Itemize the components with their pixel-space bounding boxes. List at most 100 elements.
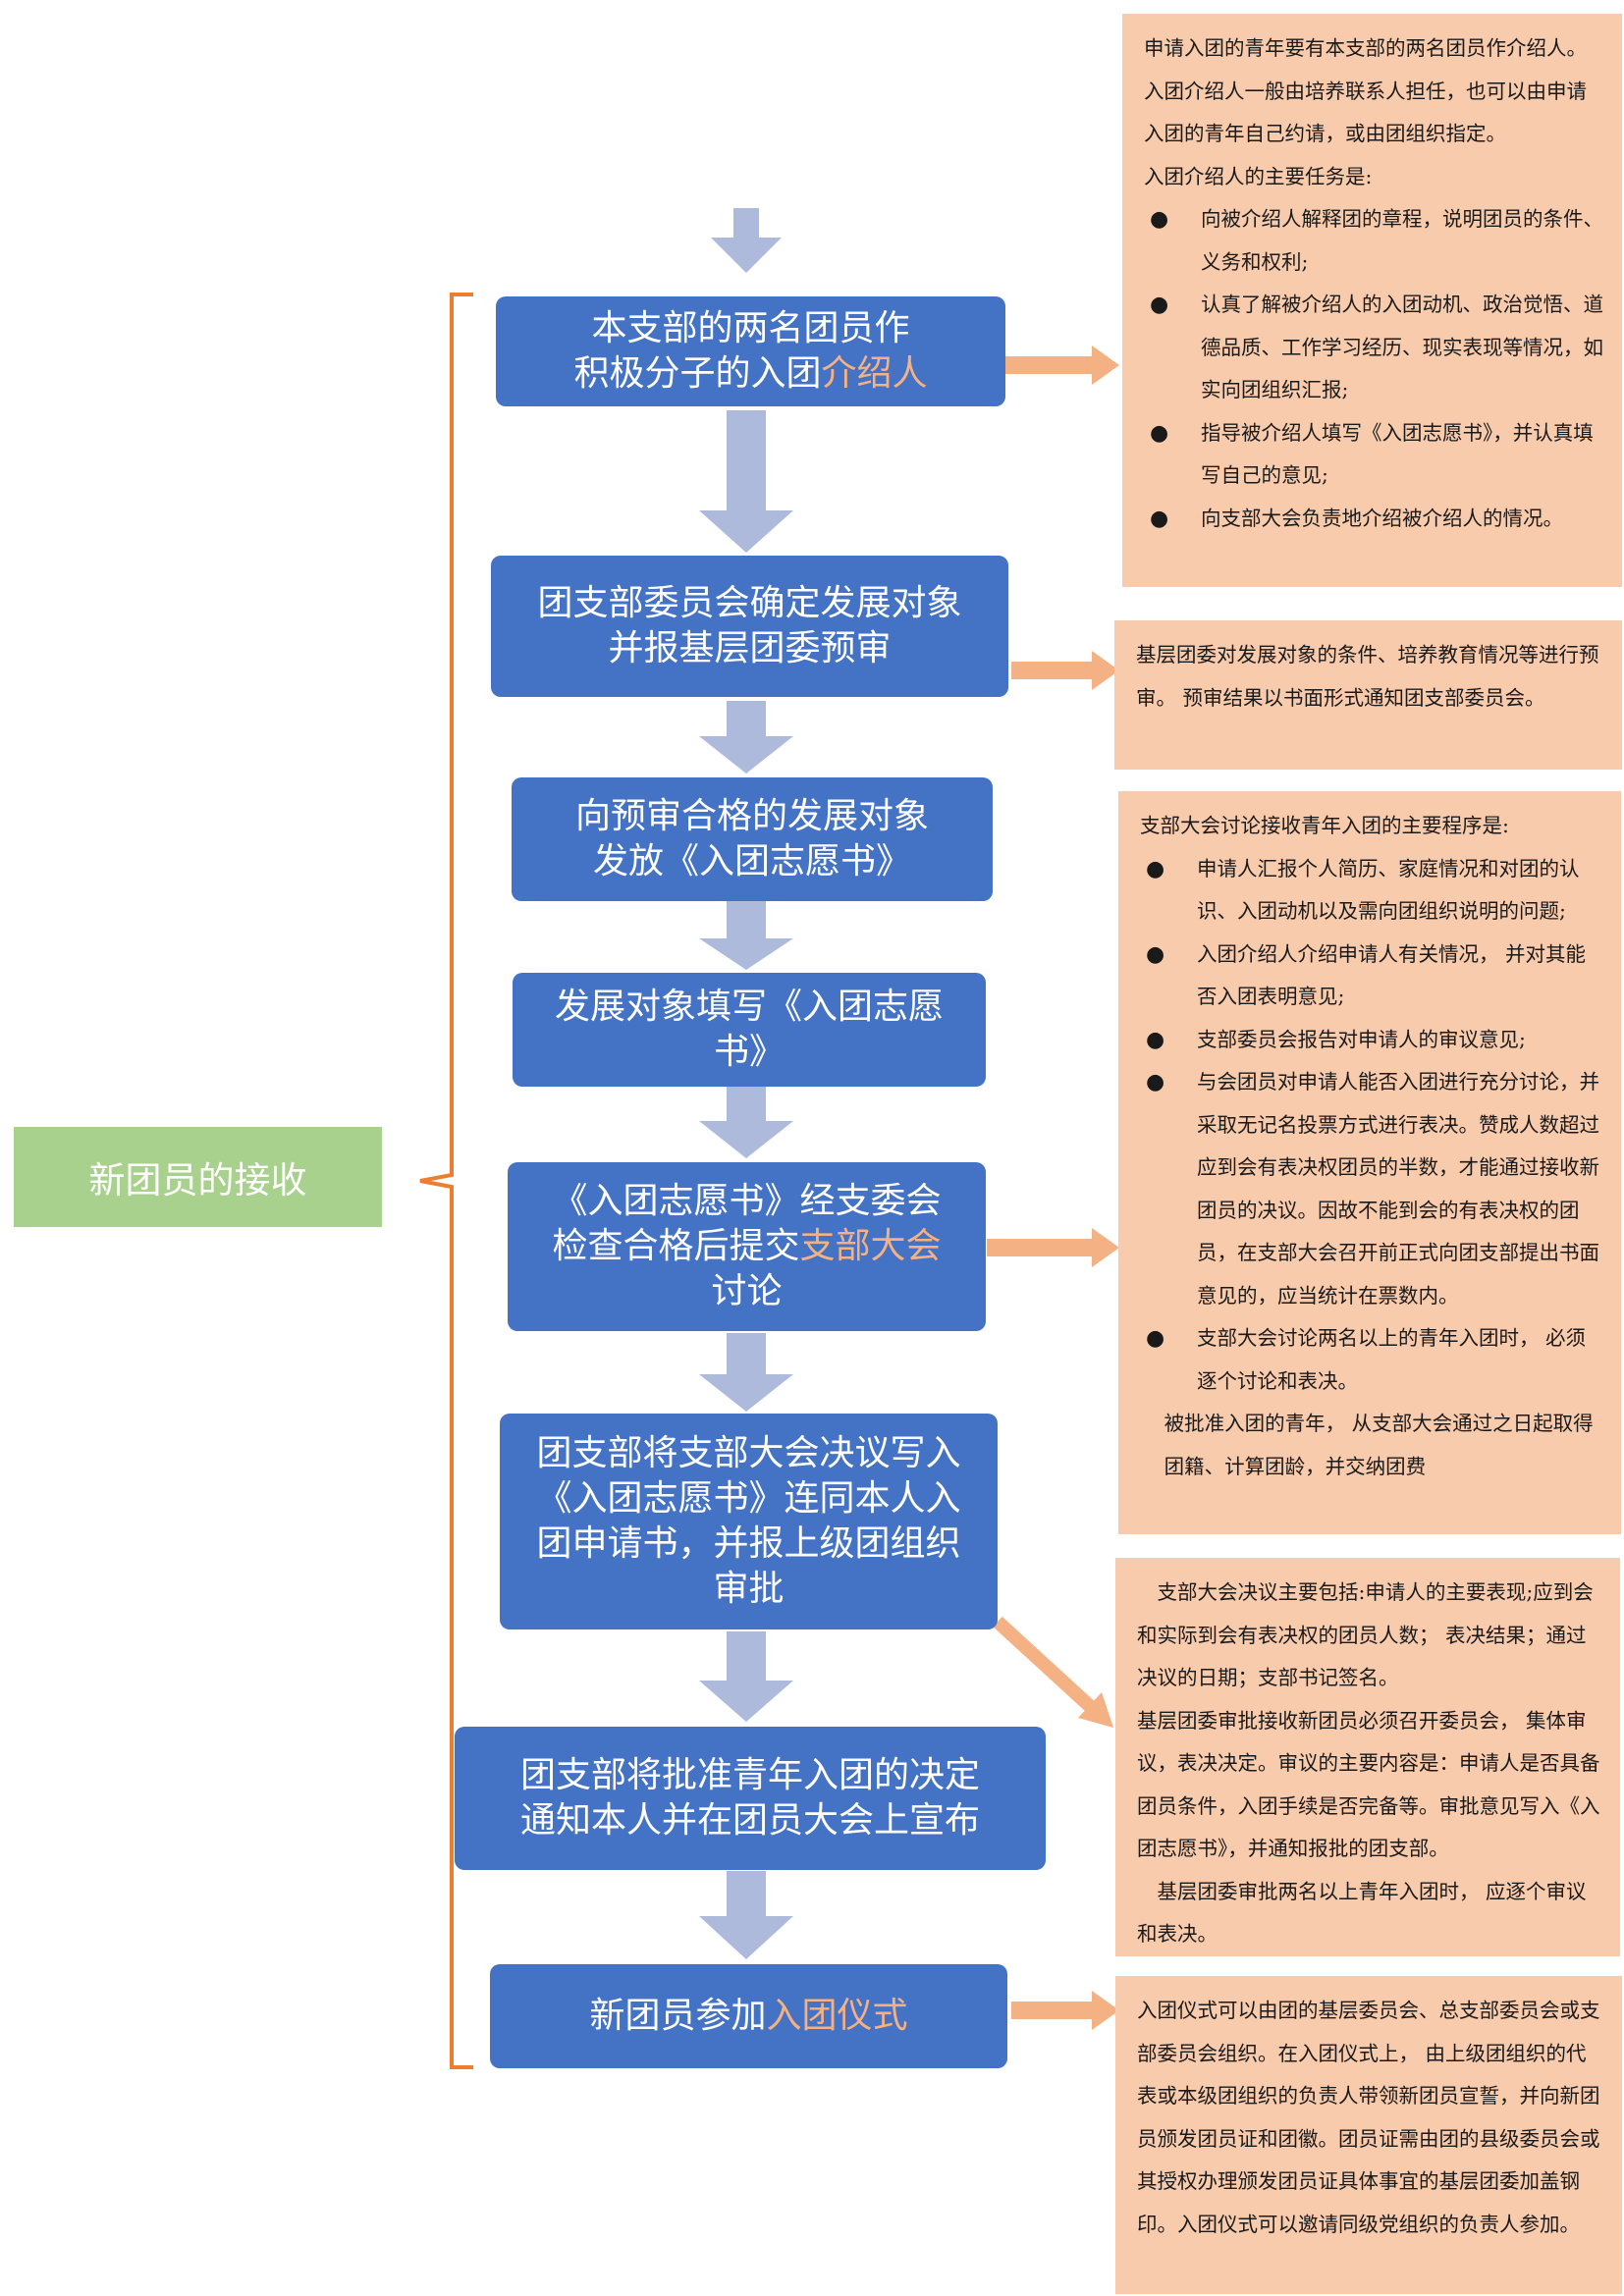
- note-branch-meeting: 支部大会讨论接收青年入团的主要程序是: ● 申请人汇报个人简历、家庭情况和对团的认识…: [1118, 791, 1621, 1534]
- flow-step-7: 团支部将批准青年入团的决定通知本人并在团员大会上宣布: [455, 1727, 1046, 1870]
- step-text: 并报基层团委预审: [608, 628, 892, 668]
- bullet-text: 申请人汇报个人简历、家庭情况和对团的认识、入团动机以及需向团组织说明的问题;: [1197, 856, 1580, 924]
- bullet-icon: ●: [1146, 1326, 1165, 1351]
- step-text: 团支部将批准青年入团的决定: [519, 1754, 980, 1795]
- side-arrows: [987, 346, 1119, 2030]
- down-arrow: [699, 1871, 793, 1959]
- step-line: 检查合格后提交支部大会: [552, 1224, 941, 1269]
- step-text: 新团员参加: [589, 1995, 767, 2036]
- root-node: 新团员的接收: [14, 1127, 382, 1227]
- bullet-icon: ●: [1150, 293, 1169, 317]
- step-line: 团支部将支部大会决议写入: [536, 1431, 960, 1476]
- flow-step-6: 团支部将支部大会决议写入《入团志愿书》连同本人入团申请书，并报上级团组织审批: [500, 1414, 998, 1629]
- flow-step-3: 向预审合格的发展对象发放《入团志愿书》: [512, 777, 993, 901]
- note-bullet-item: ● 支部大会讨论两名以上的青年入团时， 必须逐个讨论和表决。: [1140, 1317, 1603, 1403]
- step-line: 团支部委员会确定发展对象: [537, 581, 961, 626]
- down-arrow: [699, 1631, 793, 1722]
- bracket: [419, 293, 473, 2069]
- note-paragraph: 入团介绍人的主要任务是:: [1144, 164, 1373, 188]
- step-text: 团支部委员会确定发展对象: [537, 582, 962, 623]
- note-bullet-item: ●与会团员对申请人能否入团进行充分讨论，并采取无记名投票方式进行表决。赞成人数超…: [1140, 1061, 1603, 1317]
- bullet-text: 认真了解被介绍人的入团动机、政治觉悟、道德品质、工作学习经历、现实表现等情况，如…: [1201, 293, 1603, 401]
- flow-step-1: 本支部的两名团员作积极分子的入团介绍人: [496, 296, 1005, 406]
- root-label: 新团员的接收: [88, 1159, 307, 1201]
- note-paragraph: 基层团委对发展对象的条件、培养教育情况等进行预审。 预审结果以书面形式通知团支部…: [1136, 643, 1599, 710]
- bullet-text: 指导被介绍人填写《入团志愿书》，并认真填写自己的意见;: [1201, 420, 1594, 488]
- step-text: 书》: [713, 1032, 785, 1072]
- step-line: 讨论: [711, 1269, 782, 1314]
- step-line: 发放《入团志愿书》: [593, 839, 911, 884]
- note-pre-review: 基层团委对发展对象的条件、培养教育情况等进行预审。 预审结果以书面形式通知团支部…: [1114, 620, 1622, 770]
- step-line: 团申请书，并报上级团组织: [536, 1522, 960, 1567]
- note-bullet-item: ● 指导被介绍人填写《入团志愿书》，并认真填写自己的意见;: [1144, 412, 1604, 498]
- highlight-text: 介绍人: [821, 353, 928, 394]
- bullet-text: 入团介绍人介绍申请人有关情况， 并对其能否入团表明意见;: [1197, 941, 1587, 1009]
- note-paragraph: 基层团委审批两名以上青年入团时， 应逐个审议和表决。: [1137, 1879, 1587, 1947]
- flow-step-8: 新团员参加入团仪式: [490, 1964, 1007, 2068]
- bullet-text: 支部大会讨论两名以上的青年入团时， 必须逐个讨论和表决。: [1197, 1326, 1587, 1393]
- note-paragraph: 支部大会讨论接收青年入团的主要程序是:: [1140, 814, 1509, 837]
- bullet-icon: ●: [1150, 506, 1169, 531]
- down-arrow: [699, 901, 793, 970]
- note-bullet-item: ● 支部委员会报告对申请人的审议意见;: [1140, 1019, 1603, 1062]
- step-text: 积极分子的入团: [573, 353, 822, 394]
- note-paragraph: 支部大会决议主要包括:申请人的主要表现;应到会和实际到会有表决权的团员人数； 表…: [1137, 1580, 1594, 1689]
- bullet-icon: ●: [1146, 856, 1165, 881]
- step-line: 团支部将批准青年入团的决定: [520, 1753, 980, 1798]
- step-line: 并报基层团委预审: [608, 626, 891, 671]
- note-paragraph: 申请入团的青年要有本支部的两名团员作介绍人。入团介绍人一般由培养联系人担任，也可…: [1144, 36, 1587, 145]
- step-text: 团支部将支部大会决议写入: [536, 1432, 961, 1473]
- bullet-icon: ●: [1146, 941, 1165, 967]
- right-arrow: [987, 1228, 1119, 1267]
- step-text: 向预审合格的发展对象: [574, 795, 929, 836]
- down-arrow: [699, 1086, 793, 1158]
- bullet-text: 向被介绍人解释团的章程，说明团员的条件、 义务和权利;: [1201, 207, 1603, 274]
- step-text: 本支部的两名团员作: [591, 307, 910, 348]
- flow-step-4: 发展对象填写《入团志愿书》: [513, 973, 986, 1087]
- diagonal-arrow: [993, 1616, 1113, 1728]
- step-text: 通知本人并在团员大会上宣布: [519, 1800, 980, 1841]
- step-text: 讨论: [711, 1271, 783, 1312]
- bullet-text: 支部委员会报告对申请人的审议意见;: [1197, 1027, 1526, 1051]
- step-line: 通知本人并在团员大会上宣布: [520, 1798, 980, 1843]
- step-line: 本支部的两名团员作: [591, 306, 909, 351]
- bullet-icon: ●: [1146, 1027, 1165, 1052]
- flow-step-5: 《入团志愿书》经支委会检查合格后提交支部大会讨论: [508, 1162, 986, 1331]
- step-line: 向预审合格的发展对象: [575, 794, 929, 839]
- step-text: 审批: [713, 1569, 785, 1610]
- bullet-text: 与会团员对申请人能否入团进行充分讨论，并采取无记名投票方式进行表决。赞成人数超过…: [1197, 1070, 1599, 1308]
- highlight-text: 入团仪式: [766, 1995, 908, 2036]
- bullet-icon: ●: [1150, 420, 1169, 446]
- right-arrow: [1011, 1991, 1119, 2030]
- step-line: 积极分子的入团介绍人: [573, 351, 927, 397]
- down-arrow: [711, 208, 782, 273]
- down-arrow: [699, 410, 793, 553]
- note-bullet-item: ● 向支部大会负责地介绍被介绍人的情况。: [1144, 498, 1604, 541]
- note-paragraph: 基层团委审批接收新团员必须召开委员会， 集体审议，表决决定。审议的主要内容是：申…: [1137, 1708, 1600, 1861]
- note-approval: 支部大会决议主要包括:申请人的主要表现;应到会和实际到会有表决权的团员人数； 表…: [1115, 1558, 1620, 1956]
- step-line: 书》: [714, 1030, 785, 1075]
- note-bullet-item: ● 认真了解被介绍人的入团动机、政治觉悟、道德品质、工作学习经历、现实表现等情况，…: [1144, 284, 1604, 412]
- step-line: 《入团志愿书》经支委会: [552, 1179, 941, 1224]
- note-bullet-item: ● 向被介绍人解释团的章程，说明团员的条件、 义务和权利;: [1144, 198, 1604, 284]
- bullet-icon: ●: [1150, 207, 1169, 232]
- right-arrow: [1004, 346, 1119, 385]
- note-paragraph: 入团仪式可以由团的基层委员会、总支部委员会或支部委员会组织。在入团仪式上， 由上…: [1137, 1999, 1600, 2236]
- right-arrow: [1011, 651, 1119, 690]
- step-line: 审批: [713, 1567, 784, 1612]
- note-bullet-item: ● 入团介绍人介绍申请人有关情况， 并对其能否入团表明意见;: [1140, 934, 1603, 1019]
- step-text: 《入团志愿书》经支委会: [552, 1180, 942, 1221]
- step-text: 团申请书，并报上级团组织: [536, 1523, 961, 1564]
- step-text: 检查合格后提交: [552, 1225, 800, 1266]
- note-paragraph: 被批准入团的青年， 从支部大会通过之日起取得团籍、计算团龄，并交纳团费: [1164, 1412, 1594, 1478]
- step-line: 《入团志愿书》连同本人入: [536, 1476, 960, 1522]
- note-bullet-item: ● 申请人汇报个人简历、家庭情况和对团的认识、入团动机以及需向团组织说明的问题;: [1140, 848, 1603, 934]
- down-arrow: [699, 1333, 793, 1412]
- step-line: 新团员参加入团仪式: [589, 1994, 907, 2039]
- note-introducer: 申请入团的青年要有本支部的两名团员作介绍人。入团介绍人一般由培养联系人担任，也可…: [1122, 14, 1622, 587]
- step-text: 发放《入团志愿书》: [592, 841, 911, 881]
- bullet-text: 向支部大会负责地介绍被介绍人的情况。: [1201, 506, 1563, 530]
- flow-step-2: 团支部委员会确定发展对象并报基层团委预审: [491, 556, 1008, 697]
- step-line: 发展对象填写《入团志愿: [555, 985, 944, 1030]
